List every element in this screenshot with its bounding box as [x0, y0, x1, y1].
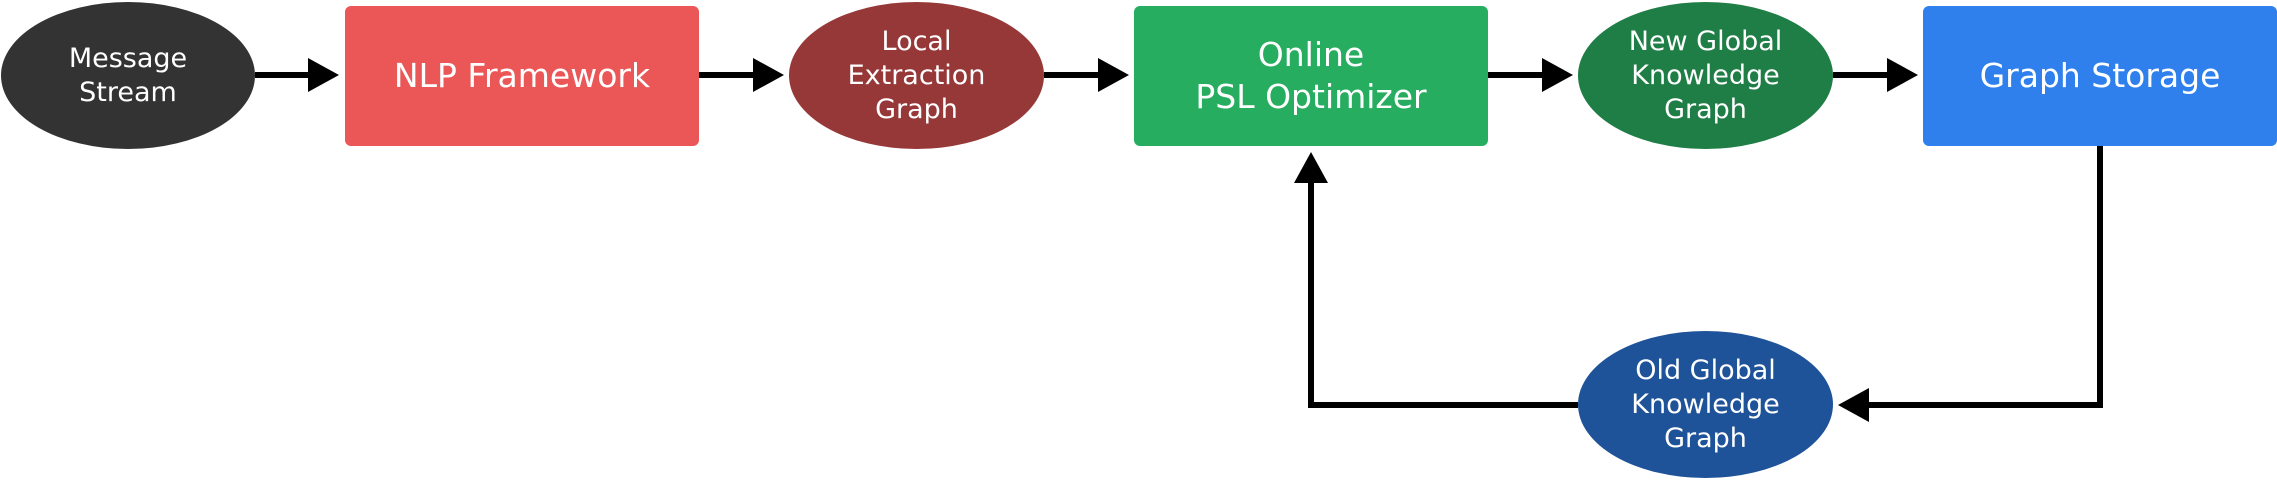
arrowhead-psl-bottom	[1294, 152, 1328, 183]
node-new-global-knowledge-graph: New Global Knowledge Graph	[1578, 2, 1833, 149]
node-local-extraction-graph: Local Extraction Graph	[789, 2, 1044, 149]
edge-storage-to-old	[1866, 146, 2103, 408]
node-label: Message Stream	[68, 42, 188, 108]
node-label: Local Extraction Graph	[847, 25, 986, 125]
node-graph-storage: Graph Storage	[1923, 6, 2277, 146]
arrowhead-new	[1542, 58, 1573, 92]
edge-old-to-psl	[1308, 181, 1578, 408]
node-online-psl-optimizer: Online PSL Optimizer	[1134, 6, 1488, 146]
node-old-global-knowledge-graph: Old Global Knowledge Graph	[1578, 331, 1833, 478]
node-label: New Global Knowledge Graph	[1628, 25, 1783, 125]
arrowhead-local	[753, 58, 784, 92]
arrowhead-old	[1838, 388, 1869, 422]
node-label: Online PSL Optimizer	[1195, 35, 1427, 116]
node-label: NLP Framework	[393, 56, 651, 95]
arrowhead-storage	[1887, 58, 1918, 92]
node-label: Graph Storage	[1979, 56, 2221, 95]
arrowhead-nlp	[308, 58, 339, 92]
node-label: Old Global Knowledge Graph	[1631, 354, 1780, 454]
node-nlp-framework: NLP Framework	[345, 6, 699, 146]
arrowhead-psl	[1098, 58, 1129, 92]
node-message-stream: Message Stream	[1, 2, 255, 149]
